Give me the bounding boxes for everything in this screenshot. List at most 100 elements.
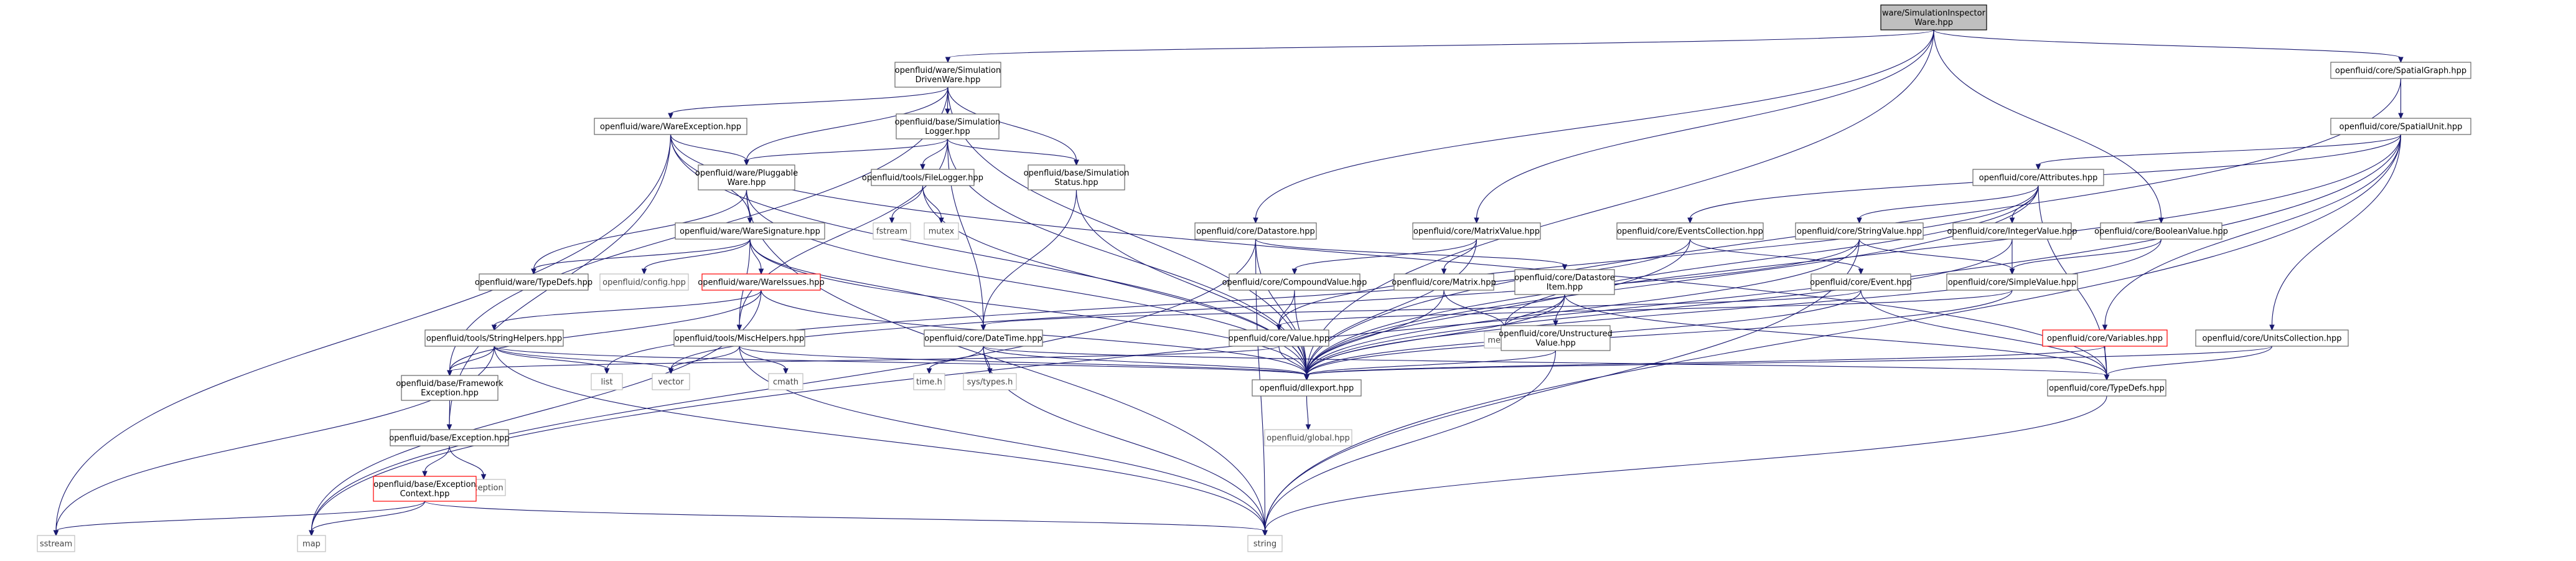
edge-simlogger-to-simstatus bbox=[947, 138, 1077, 161]
edge-arrowhead bbox=[447, 370, 452, 377]
edge-simplevalue-to-value bbox=[1278, 290, 2013, 326]
edge-arrowhead bbox=[1276, 324, 1282, 331]
edge-attributes-to-memory bbox=[1504, 185, 2039, 328]
edge-mischelpers-to-vector bbox=[670, 346, 740, 370]
node-config: openfluid/config.hpp bbox=[599, 273, 689, 291]
node-waretypedefs[interactable]: openfluid/ware/TypeDefs.hpp bbox=[475, 273, 592, 291]
node-filelogger[interactable]: openfluid/tools/FileLogger.hpp bbox=[862, 169, 983, 186]
node-box bbox=[913, 373, 945, 390]
node-box bbox=[675, 222, 825, 240]
edge-arrowhead bbox=[1858, 268, 1864, 275]
node-coretypedefs[interactable]: openfluid/core/TypeDefs.hpp bbox=[2047, 379, 2166, 397]
node-spatialunit[interactable]: openfluid/core/SpatialUnit.hpp bbox=[2330, 118, 2471, 135]
node-box bbox=[2047, 379, 2166, 397]
node-box bbox=[1972, 169, 2104, 186]
edge-unitscoll-to-dllexport bbox=[1306, 346, 2273, 376]
edge-dsitem-to-dllexport bbox=[1306, 294, 1565, 376]
edge-arrowhead bbox=[1253, 217, 1258, 224]
edge-wareexc-to-pluggable bbox=[670, 134, 747, 161]
edge-variables-to-coretypedefs bbox=[2104, 346, 2107, 376]
node-datetime[interactable]: openfluid/core/DateTime.hpp bbox=[924, 329, 1043, 347]
node-label: openfluid/config.hpp bbox=[602, 278, 686, 288]
edge-arrowhead bbox=[747, 217, 753, 224]
node-compoundvalue[interactable]: openfluid/core/CompoundValue.hpp bbox=[1222, 273, 1367, 291]
edge-attributes-to-stringvalue bbox=[1858, 185, 2039, 219]
edge-arrowhead bbox=[1474, 217, 1479, 224]
node-box bbox=[1194, 222, 1317, 240]
node-datastore[interactable]: openfluid/core/Datastore.hpp bbox=[1194, 222, 1317, 240]
node-spatialgraph[interactable]: openfluid/core/SpatialGraph.hpp bbox=[2330, 62, 2471, 79]
node-box bbox=[1946, 273, 2078, 291]
node-integervalue[interactable]: openfluid/core/IntegerValue.hpp bbox=[1947, 222, 2077, 240]
node-fstream: fstream bbox=[873, 222, 911, 240]
node-mischelpers[interactable]: openfluid/tools/MiscHelpers.hpp bbox=[673, 329, 805, 347]
node-label: openfluid/core/BooleanValue.hpp bbox=[2094, 227, 2228, 237]
node-dllexport[interactable]: openfluid/dllexport.hpp bbox=[1252, 379, 1362, 397]
edge-arrowhead bbox=[783, 368, 789, 375]
edge-arrowhead bbox=[668, 368, 674, 375]
node-variables[interactable]: openfluid/core/Variables.hpp bbox=[2042, 329, 2168, 347]
edge-attributes-to-integervalue bbox=[2012, 185, 2039, 219]
node-eventscoll[interactable]: openfluid/core/EventsCollection.hpp bbox=[1616, 222, 1764, 240]
edge-waresig-to-config bbox=[644, 238, 751, 270]
edge-exccontext-to-sstream bbox=[55, 501, 426, 532]
node-label: openfluid/core/CompoundValue.hpp bbox=[1222, 278, 1367, 288]
edge-matrixvalue-to-matrix bbox=[1443, 238, 1478, 270]
node-label: openfluid/core/Matrix.hpp bbox=[1392, 278, 1496, 288]
node-value[interactable]: openfluid/core/Value.hpp bbox=[1229, 329, 1329, 347]
node-unitscoll[interactable]: openfluid/core/UnitsCollection.hpp bbox=[2195, 329, 2349, 347]
node-attributes[interactable]: openfluid/core/Attributes.hpp bbox=[1972, 169, 2104, 186]
node-booleanvalue[interactable]: openfluid/core/BooleanValue.hpp bbox=[2094, 222, 2228, 240]
edge-unstructured-to-string bbox=[1264, 350, 1557, 532]
node-wareexc[interactable]: openfluid/ware/WareException.hpp bbox=[594, 118, 747, 135]
edge-mischelpers-to-dllexport bbox=[739, 346, 1308, 376]
node-waresig[interactable]: openfluid/ware/WareSignature.hpp bbox=[675, 222, 825, 240]
edge-arrowhead bbox=[2009, 268, 2015, 275]
node-matrix[interactable]: openfluid/core/Matrix.hpp bbox=[1392, 273, 1496, 291]
edge-spatialunit-to-attributes bbox=[2038, 134, 2402, 166]
edge-wareissues-to-stringhelpers bbox=[494, 290, 762, 326]
node-box bbox=[2100, 222, 2222, 240]
edge-variables-to-dllexport bbox=[1306, 346, 2105, 376]
edge-integervalue-to-dllexport bbox=[1306, 238, 2013, 376]
node-stringvalue[interactable]: openfluid/core/StringValue.hpp bbox=[1795, 222, 1924, 240]
node-label: openfluid/core/Event.hpp bbox=[1810, 278, 1912, 288]
edge-arrowhead bbox=[2104, 374, 2110, 381]
node-wareissues[interactable]: openfluid/ware/WareIssues.hpp bbox=[698, 273, 825, 291]
node-label: fstream bbox=[876, 227, 907, 237]
edge-arrowhead bbox=[531, 268, 536, 275]
node-simplevalue[interactable]: openfluid/core/SimpleValue.hpp bbox=[1946, 273, 2078, 291]
node-label: openfluid/base/Exception bbox=[373, 480, 475, 489]
edge-matrix-to-dllexport bbox=[1306, 290, 1445, 376]
node-baseexc[interactable]: openfluid/base/Exception.hpp bbox=[389, 429, 510, 446]
node-box bbox=[2330, 118, 2471, 135]
node-box bbox=[2042, 329, 2168, 347]
node-box bbox=[1810, 273, 1911, 291]
node-label: Status.hpp bbox=[1054, 178, 1098, 187]
node-label: string bbox=[1253, 540, 1276, 549]
node-box bbox=[698, 164, 795, 191]
node-label: openfluid/ware/WareException.hpp bbox=[600, 123, 741, 132]
edge-datetime-to-coretypedefs bbox=[983, 346, 2107, 376]
edge-waresig-to-waretypedefs bbox=[533, 238, 751, 270]
node-matrixvalue[interactable]: openfluid/core/MatrixValue.hpp bbox=[1412, 222, 1541, 240]
edge-root-to-booleanvalue bbox=[1933, 29, 2162, 219]
node-map: map bbox=[297, 535, 326, 552]
node-label: openfluid/ware/WareSignature.hpp bbox=[680, 227, 820, 237]
edge-exccontext-to-map bbox=[311, 501, 426, 532]
edge-pluggable-to-string bbox=[746, 189, 1266, 532]
node-box bbox=[924, 222, 959, 240]
node-event[interactable]: openfluid/core/Event.hpp bbox=[1810, 273, 1912, 291]
edge-spatialunit-to-unitscoll bbox=[2271, 134, 2402, 326]
node-stringhelpers[interactable]: openfluid/tools/StringHelpers.hpp bbox=[424, 329, 564, 347]
